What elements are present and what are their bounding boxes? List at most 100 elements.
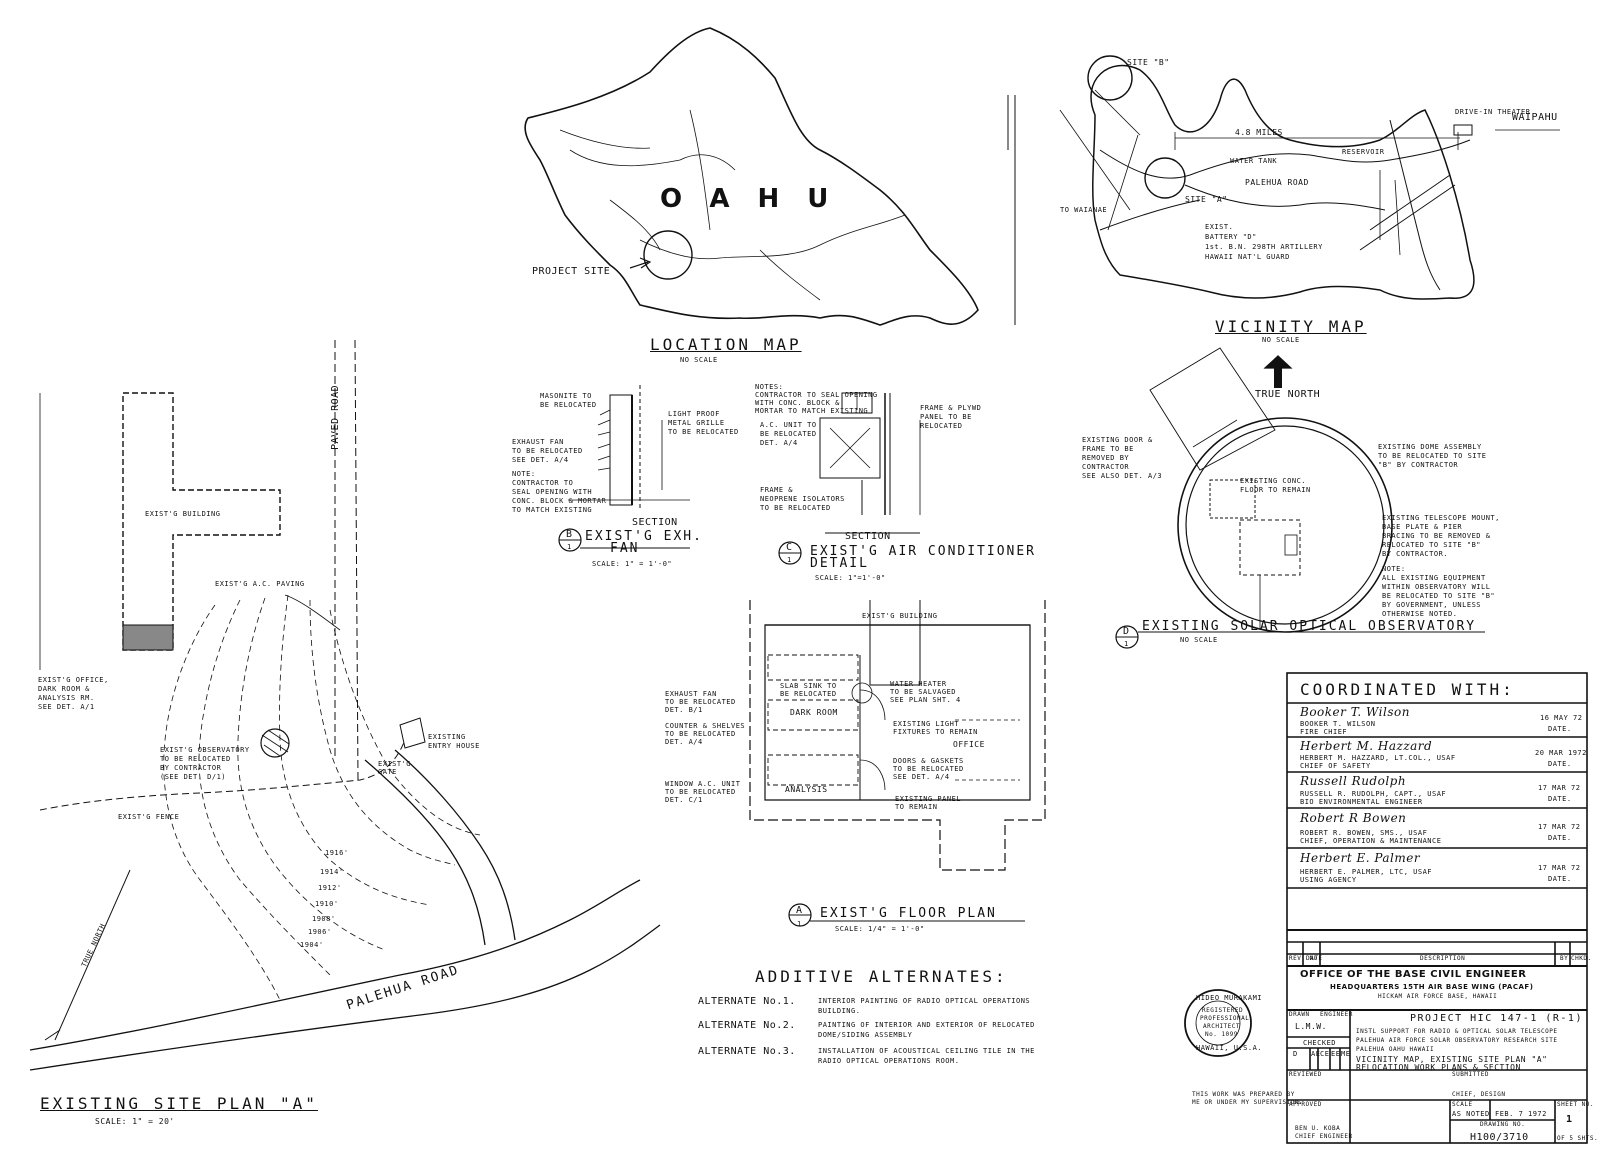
site-building-label: EXIST'G BUILDING (145, 510, 221, 518)
coord-2-date: 17 MAR 72 (1538, 784, 1581, 792)
detail-d-note-3: WITHIN OBSERVATORY WILL (1382, 583, 1491, 591)
detail-b-title-2: FAN (610, 541, 640, 556)
detail-a-counter-1: COUNTER & SHELVES (665, 722, 746, 730)
site-a-label: SITE "A" (1185, 195, 1228, 204)
rev-chkd-header: CHKD. (1571, 955, 1592, 962)
detail-a-heater-1: WATER HEATER (890, 680, 947, 688)
battery-line-1: EXIST. (1205, 223, 1234, 231)
contour-0: 1916' (325, 849, 349, 857)
detail-a-sink-1: SLAB SINK TO (780, 682, 837, 690)
detail-d-drawing (1115, 347, 1485, 649)
detail-b-fan-2: TO BE RELOCATED (512, 447, 583, 455)
detail-a-scale: SCALE: 1/4" = 1'-0" (835, 925, 925, 933)
detail-a-lights-2: FIXTURES TO REMAIN (893, 728, 978, 736)
site-obs-1: EXIST'G OBSERVATORY (160, 746, 250, 754)
detail-a-counter-2: TO BE RELOCATED (665, 730, 736, 738)
detail-d-note-6: OTHERWISE NOTED. (1382, 610, 1458, 618)
battery-line-2: BATTERY "D" (1205, 233, 1257, 241)
detail-d-letter: D (1123, 626, 1130, 637)
detail-d-dome-2: TO BE RELOCATED TO SITE (1378, 452, 1487, 460)
contour-5: 1906' (308, 928, 332, 936)
detail-c-ac-3: DET. A/4 (760, 439, 798, 447)
detail-d-note-2: ALL EXISTING EQUIPMENT (1382, 574, 1486, 582)
vicinity-map-drawing (1059, 55, 1560, 300)
site-entry-2: ENTRY HOUSE (428, 742, 480, 750)
detail-d-note-5: BY GOVERNMENT, UNLESS (1382, 601, 1482, 609)
location-map-title: LOCATION MAP (650, 335, 802, 354)
battery-line-4: HAWAII NAT'L GUARD (1205, 253, 1290, 261)
site-office-1: EXIST'G OFFICE, (38, 676, 109, 684)
detail-d-door-2: FRAME TO BE (1082, 445, 1134, 453)
coord-2-sig: Russell Rudolph (1300, 774, 1407, 788)
detail-a-doors-3: SEE DET. A/4 (893, 773, 950, 781)
detail-b-letter: B (566, 529, 573, 540)
alternates-title: ADDITIVE ALTERNATES: (755, 967, 1008, 986)
detail-a-fan-1: EXHAUST FAN (665, 690, 717, 698)
site-gate-1: EXIST'G (378, 760, 412, 768)
alt2-label: ALTERNATE No.2. (698, 1020, 796, 1031)
alt2-text-2: DOME/SIDING ASSEMBLY (818, 1031, 913, 1039)
detail-b-note-3: SEAL OPENING WITH (512, 488, 593, 496)
contour-1: 1914' (320, 868, 344, 876)
detail-d-note-4: BE RELOCATED TO SITE "B" (1382, 592, 1496, 600)
drawn-label: DRAWN (1289, 1011, 1310, 1018)
seal-note-1: THIS WORK WAS PREPARED BY (1192, 1091, 1295, 1098)
detail-c-ac-2: BE RELOCATED (760, 430, 817, 438)
detail-b-section: SECTION (632, 517, 678, 528)
site-obs-4: (SEE DET. D/1) (160, 773, 227, 781)
detail-b-grille-2: METAL GRILLE (668, 419, 725, 427)
detail-d-door-3: REMOVED BY (1082, 454, 1130, 462)
detail-a-sink-2: BE RELOCATED (780, 690, 837, 698)
drawn-value: L.M.W. (1295, 1022, 1327, 1031)
coord-1-sig: Herbert M. Hazzard (1300, 739, 1433, 753)
alt3-text-2: RADIO OPTICAL OPERATIONS ROOM. (818, 1057, 960, 1065)
seal-state: HAWAII, U.S.A. (1196, 1044, 1263, 1052)
detail-d-dome-3: "B" BY CONTRACTOR (1378, 461, 1459, 469)
detail-c-notes-0: NOTES: (755, 383, 784, 391)
seal-name: HIDEO MURAKAMI (1196, 994, 1263, 1002)
detail-d-door-4: CONTRACTOR (1082, 463, 1130, 471)
detail-b-note-4: CONC. BLOCK & MORTAR (512, 497, 607, 505)
submitted-label: SUBMITTED (1452, 1071, 1490, 1078)
coord-3-date-label: DATE. (1548, 834, 1572, 842)
detail-d-dome-1: EXISTING DOME ASSEMBLY (1378, 443, 1482, 451)
reservoir-label: RESERVOIR (1342, 148, 1385, 156)
site-office-4: SEE DET. A/1 (38, 703, 95, 711)
sheet-number: 1 (1566, 1114, 1573, 1125)
distance-label: 4.8 MILES (1235, 128, 1283, 137)
detail-c-notes-2: WITH CONC. BLOCK & (755, 399, 840, 407)
detail-a-counter-3: DET. A/4 (665, 738, 703, 746)
location-map-scale: NO SCALE (680, 356, 718, 364)
drawing-title-1: VICINITY MAP, EXISTING SITE PLAN "A" (1356, 1055, 1548, 1064)
rev-by-header: BY (1560, 955, 1569, 962)
coord-4-name: HERBERT E. PALMER, LTC, USAF (1300, 868, 1433, 876)
north-arrow (1263, 355, 1293, 388)
detail-c-frame-2: PANEL TO BE (920, 413, 972, 421)
seal-line-4: No. 1099 (1205, 1031, 1238, 1038)
coordinated-with: COORDINATED WITH: (1300, 680, 1515, 699)
detail-b-title-1: EXIST'G EXH. (585, 529, 703, 544)
detail-c-notes-3: MORTAR TO MATCH EXISTING (755, 407, 869, 415)
reviewed-label: REVIEWED (1289, 1071, 1322, 1078)
project-number: PROJECT HIC 147-1 (R-1) (1410, 1013, 1583, 1024)
detail-a-letter: A (796, 905, 803, 916)
alt3-text-1: INSTALLATION OF ACOUSTICAL CEILING TILE … (818, 1047, 1035, 1055)
hq-title: HEADQUARTERS 15TH AIR BASE WING (PACAF) (1330, 983, 1534, 991)
detail-d-scale: NO SCALE (1180, 636, 1218, 644)
detail-b-grille-3: TO BE RELOCATED (668, 428, 739, 436)
site-entry-1: EXISTING (428, 733, 466, 741)
coord-3-name: ROBERT R. BOWEN, SMS., USAF (1300, 829, 1428, 837)
detail-b-masonite-1: MASONITE TO (540, 392, 592, 400)
coord-3-date: 17 MAR 72 (1538, 823, 1581, 831)
detail-d-door-1: EXISTING DOOR & (1082, 436, 1153, 444)
detail-c-ac-1: A.C. UNIT TO (760, 421, 817, 429)
coord-3-role: CHIEF, OPERATION & MAINTENANCE (1300, 837, 1442, 845)
contour-2: 1912' (318, 884, 342, 892)
detail-c-title-2: DETAIL (810, 556, 869, 571)
detail-a-window-2: TO BE RELOCATED (665, 788, 736, 796)
alt2-text-1: PAINTING OF INTERIOR AND EXTERIOR OF REL… (818, 1021, 1035, 1029)
detail-b-fan-3: SEE DET. A/4 (512, 456, 569, 464)
detail-c-title-1: EXIST'G AIR CONDITIONER (810, 544, 1037, 559)
palehua-road-vicinity: PALEHUA ROAD (1245, 178, 1309, 187)
